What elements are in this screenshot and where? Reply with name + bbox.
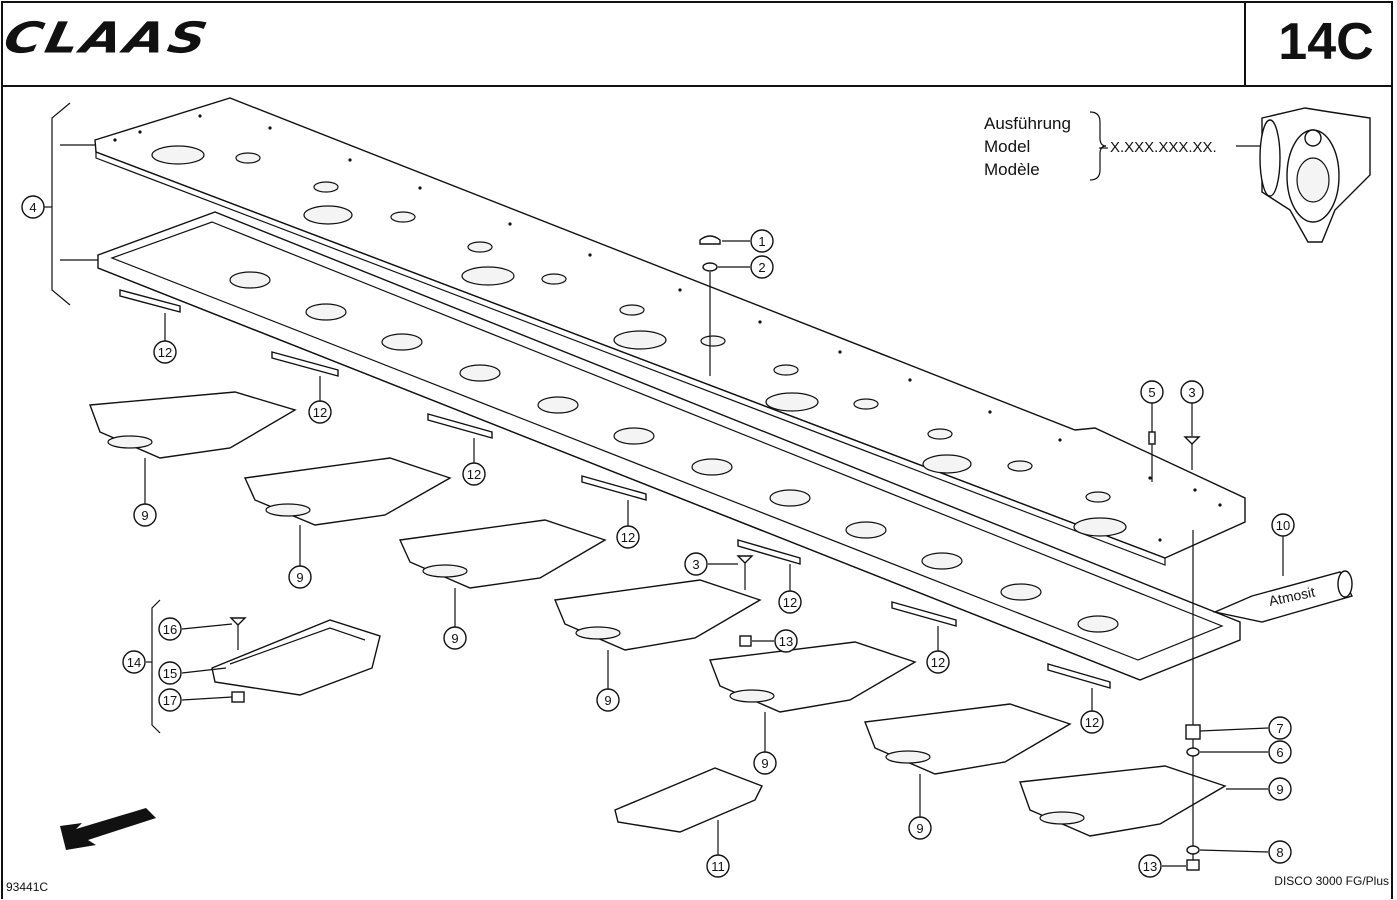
header-border (1, 1, 1393, 87)
svg-text:17: 17 (163, 693, 177, 708)
svg-text:9: 9 (916, 821, 923, 836)
callout-3b: 3 (684, 552, 708, 576)
svg-text:10: 10 (1276, 518, 1290, 533)
callout-3a: 3 (1180, 380, 1204, 404)
exploded-parts-diagram: Atmosit (21, 97, 1371, 878)
svg-text:12: 12 (158, 345, 172, 360)
callout-6: 6 (1268, 740, 1292, 764)
label-modele: Modèle (984, 160, 1040, 179)
callout-9: 9 (753, 751, 777, 775)
drawing-frame (1, 87, 1393, 899)
callout-1: 1 (750, 229, 774, 253)
page-code: 14C (1278, 13, 1374, 71)
svg-text:4: 4 (29, 200, 36, 215)
callout-12: 12 (308, 400, 332, 424)
callout-9: 9 (908, 816, 932, 840)
lower-frame (97, 211, 1241, 681)
svg-text:1: 1 (758, 234, 765, 249)
leader-lines (144, 145, 1284, 867)
callout-13: 13 (1138, 854, 1162, 878)
callout-13: 13 (774, 629, 798, 653)
callout-17: 17 (158, 688, 182, 712)
svg-text:12: 12 (467, 467, 481, 482)
callout-12: 12 (462, 462, 486, 486)
svg-text:3: 3 (1188, 385, 1195, 400)
svg-text:12: 12 (313, 405, 327, 420)
callout-12: 12 (1080, 710, 1104, 734)
callout-15: 15 (158, 661, 182, 685)
svg-text:7: 7 (1276, 721, 1283, 736)
callout-4: 4 (21, 195, 45, 219)
spacer-brackets (119, 289, 1111, 689)
svg-text:5: 5 (1148, 385, 1155, 400)
top-plate (94, 97, 1246, 566)
label-ausfuhrung: Ausführung (984, 114, 1071, 133)
callout-9: 9 (443, 626, 467, 650)
brand-logo: CLAAS (0, 14, 215, 64)
skid-detail-assembly (211, 619, 381, 696)
callout-5: 5 (1140, 380, 1164, 404)
wear-plate (614, 767, 763, 833)
svg-text:6: 6 (1276, 745, 1283, 760)
callout-markers: 1 2 3 3 4 5 6 7 8 9 9 9 9 9 9 9 10 11 12… (21, 195, 1295, 878)
callout-12: 12 (153, 340, 177, 364)
svg-text:2: 2 (758, 260, 765, 275)
svg-text:16: 16 (163, 622, 177, 637)
callout-9: 9 (288, 565, 312, 589)
callout-2: 2 (750, 255, 774, 279)
svg-text:9: 9 (1276, 782, 1283, 797)
fasteners (229, 235, 1201, 871)
callout-8: 8 (1268, 840, 1292, 864)
callout-11: 11 (706, 854, 730, 878)
bracket-4 (51, 102, 71, 306)
svg-text:9: 9 (451, 631, 458, 646)
callout-9: 9 (133, 503, 157, 527)
svg-text:11: 11 (711, 859, 725, 874)
callout-12: 12 (778, 590, 802, 614)
model-name: DISCO 3000 FG/Plus (1274, 874, 1389, 888)
svg-text:12: 12 (783, 595, 797, 610)
callout-14: 14 (122, 650, 146, 674)
svg-text:8: 8 (1276, 845, 1283, 860)
callout-9: 9 (596, 688, 620, 712)
svg-text:13: 13 (779, 634, 793, 649)
svg-text:15: 15 (163, 666, 177, 681)
svg-text:13: 13 (1143, 859, 1157, 874)
svg-text:12: 12 (931, 655, 945, 670)
model-bracket (1089, 111, 1107, 181)
model-box: Ausführung Model Modèle X.XXX.XXX.XX. (984, 114, 1217, 179)
skids (89, 391, 1227, 837)
callout-7: 7 (1268, 716, 1292, 740)
callout-9: 9 (1268, 777, 1292, 801)
svg-text:9: 9 (141, 508, 148, 523)
svg-text:12: 12 (621, 530, 635, 545)
bracket-14 (151, 599, 161, 734)
model-plate-pictogram (1259, 107, 1371, 243)
svg-text:12: 12 (1085, 715, 1099, 730)
callout-12: 12 (616, 525, 640, 549)
callout-12: 12 (926, 650, 950, 674)
label-model: Model (984, 137, 1030, 156)
svg-text:9: 9 (604, 693, 611, 708)
atmosit-tube: Atmosit (1212, 570, 1354, 623)
header-divider (1244, 1, 1246, 87)
header: CLAAS 14C (0, 0, 1397, 88)
callout-10: 10 (1271, 513, 1295, 537)
callout-16: 16 (158, 617, 182, 641)
svg-text:3: 3 (692, 557, 699, 572)
svg-text:14: 14 (127, 655, 141, 670)
direction-arrow-icon (60, 808, 156, 850)
model-number-pattern: X.XXX.XXX.XX. (1110, 139, 1217, 156)
svg-text:9: 9 (296, 570, 303, 585)
svg-text:9: 9 (761, 756, 768, 771)
drawing-number: 93441C (6, 880, 49, 894)
